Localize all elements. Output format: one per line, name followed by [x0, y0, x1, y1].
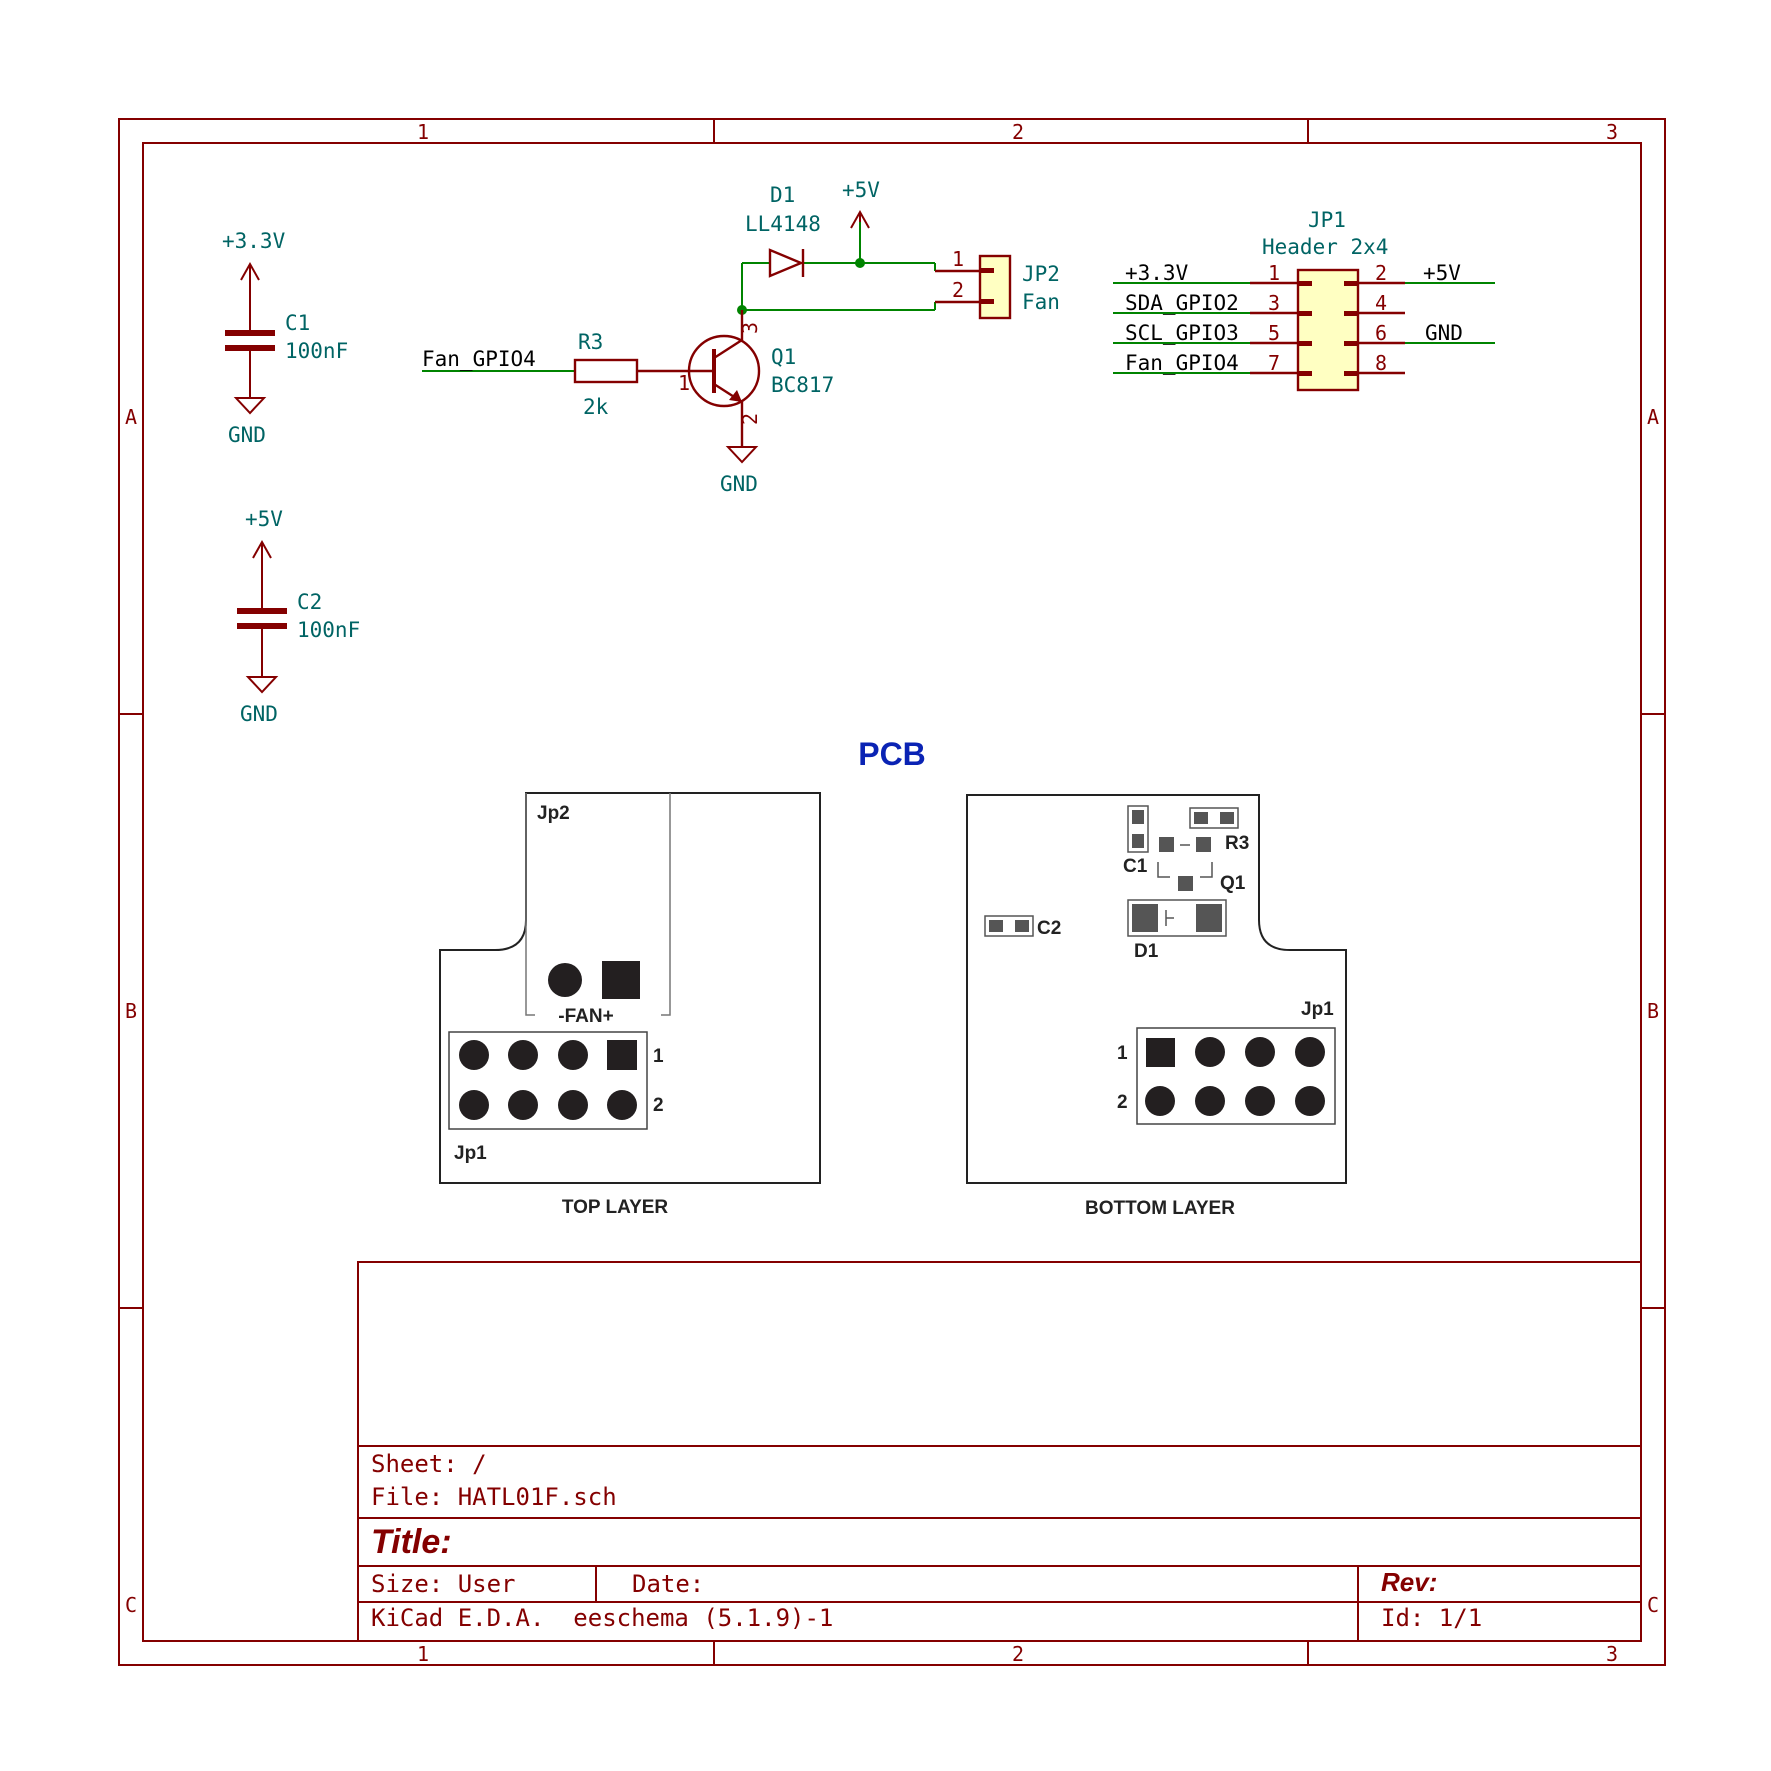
- tb-file: File: HATL01F.sch: [371, 1483, 617, 1511]
- transistor-q1[interactable]: [687, 310, 761, 464]
- net-label-fan-gpio4: Fan_GPIO4: [422, 347, 536, 371]
- jp1-pin-2: 2: [1375, 261, 1387, 285]
- tb-rev: Rev:: [1381, 1567, 1437, 1597]
- jp2-value: Fan: [1022, 290, 1060, 314]
- border-col-1-bottom: 1: [417, 1642, 429, 1666]
- connector-jp1[interactable]: [1113, 268, 1495, 392]
- power-label-3v3: +3.3V: [222, 229, 286, 253]
- jp2-ref: JP2: [1022, 262, 1060, 286]
- tb-id: Id: 1/1: [1381, 1604, 1482, 1632]
- top-row2-label: 2: [653, 1095, 664, 1116]
- c2-value: 100nF: [297, 618, 360, 642]
- top-row1-label: 1: [653, 1046, 664, 1067]
- q1-pin-collector: 3: [738, 322, 762, 334]
- top-fan-label: -FAN+: [558, 1006, 613, 1027]
- power-label-5v-d1: +5V: [842, 178, 880, 202]
- tb-sheet: Sheet: /: [371, 1450, 487, 1478]
- border-col-1-top: 1: [417, 120, 429, 144]
- jp2-pin2: 2: [952, 278, 964, 302]
- power-label-5v-c2: +5V: [245, 507, 283, 531]
- top-layer-caption: TOP LAYER: [562, 1197, 669, 1218]
- jp1-net-gnd: GND: [1425, 321, 1463, 345]
- bottom-q1-label: Q1: [1220, 873, 1246, 894]
- d1-value: LL4148: [745, 212, 821, 236]
- jp1-pin-4: 4: [1375, 291, 1387, 315]
- diode-d1[interactable]: [768, 209, 870, 278]
- c1-value: 100nF: [285, 339, 348, 363]
- border-row-c-right: C: [1647, 1593, 1659, 1617]
- q1-pin-base: 1: [678, 371, 690, 395]
- gnd-label-q1: GND: [720, 472, 758, 496]
- jp1-pin-7: 7: [1268, 351, 1280, 375]
- border-row-b-right: B: [1647, 999, 1659, 1023]
- capacitor-c2[interactable]: [237, 539, 287, 694]
- jp1-ref: JP1: [1308, 208, 1346, 232]
- title-block: [357, 1261, 1642, 1642]
- c2-ref: C2: [297, 590, 322, 614]
- bottom-c2-label: C2: [1037, 918, 1061, 939]
- resistor-r3[interactable]: [573, 358, 690, 384]
- top-jp1-label: Jp1: [454, 1143, 487, 1164]
- bottom-row2-label: 2: [1117, 1092, 1128, 1113]
- jp1-net-scl: SCL_GPIO3: [1125, 321, 1239, 345]
- gnd-label-c1: GND: [228, 423, 266, 447]
- q1-pin-emitter: 2: [738, 413, 762, 425]
- jp1-pin-3: 3: [1268, 291, 1280, 315]
- pcb-heading: PCB: [858, 736, 926, 772]
- tb-date: Date:: [632, 1570, 704, 1598]
- bottom-layer-caption: BOTTOM LAYER: [1085, 1198, 1235, 1219]
- tb-size: Size: User: [371, 1570, 516, 1598]
- gnd-label-c2: GND: [240, 702, 278, 726]
- jp1-pin-5: 5: [1268, 321, 1280, 345]
- sheet-border: 1 2 3 1 2 3 A B C A B C: [118, 118, 1666, 1666]
- jp1-pin-8: 8: [1375, 351, 1387, 375]
- border-row-a-right: A: [1647, 405, 1659, 429]
- jp1-net-3v3: +3.3V: [1125, 261, 1189, 285]
- tb-tool: KiCad E.D.A. eeschema (5.1.9)-1: [371, 1604, 833, 1632]
- tb-title: Title:: [371, 1523, 452, 1561]
- border-row-c-left: C: [125, 1593, 137, 1617]
- jp1-net-sda: SDA_GPIO2: [1125, 291, 1239, 315]
- connector-jp2[interactable]: [935, 254, 1012, 320]
- border-col-2-top: 2: [1012, 120, 1024, 144]
- bottom-d1-label: D1: [1134, 941, 1159, 962]
- jp1-net-fan: Fan_GPIO4: [1125, 351, 1239, 375]
- fan-driver-wires: [422, 222, 936, 372]
- top-jp2-label: Jp2: [537, 803, 570, 824]
- bottom-row1-label: 1: [1117, 1043, 1128, 1064]
- jp1-pin-1: 1: [1268, 261, 1280, 285]
- border-col-2-bottom: 2: [1012, 1642, 1024, 1666]
- border-row-a-left: A: [125, 405, 137, 429]
- border-col-3-bottom: 3: [1606, 1642, 1618, 1666]
- r3-value: 2k: [583, 395, 609, 419]
- jp1-net-5v: +5V: [1423, 261, 1461, 285]
- jp1-value: Header 2x4: [1262, 235, 1388, 259]
- bottom-r3-label: R3: [1225, 833, 1249, 854]
- bottom-c1-label: C1: [1123, 856, 1148, 877]
- pcb-top-layer: [439, 792, 821, 1184]
- capacitor-c1[interactable]: [225, 261, 275, 415]
- r3-ref: R3: [578, 330, 603, 354]
- pcb-bottom-layer: [966, 794, 1347, 1184]
- border-col-3-top: 3: [1606, 120, 1618, 144]
- bottom-jp1-label: Jp1: [1301, 999, 1334, 1020]
- jp2-pin1: 1: [952, 247, 964, 271]
- jp1-pin-6: 6: [1375, 321, 1387, 345]
- d1-ref: D1: [770, 183, 795, 207]
- border-row-b-left: B: [125, 999, 137, 1023]
- q1-value: BC817: [771, 373, 834, 397]
- q1-ref: Q1: [771, 345, 796, 369]
- c1-ref: C1: [285, 311, 310, 335]
